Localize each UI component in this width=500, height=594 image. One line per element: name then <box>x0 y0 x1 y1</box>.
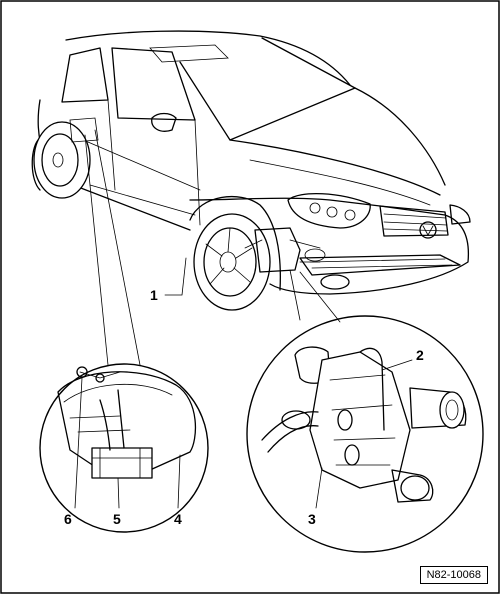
leader-to-circle-1 <box>84 134 109 366</box>
callout-2: 2 <box>416 347 424 363</box>
detail-circle-fuel-tank <box>39 363 209 533</box>
callout-4: 4 <box>174 511 182 527</box>
callout-5: 5 <box>113 511 121 527</box>
detail-circle-heater <box>246 315 484 553</box>
leader-to-circle-2 <box>289 269 301 321</box>
callout-6: 6 <box>64 511 72 527</box>
leader-to-circle-1b <box>94 129 141 366</box>
car-illustration <box>31 30 471 311</box>
reference-code-label: N82-10068 <box>419 566 488 584</box>
leader-to-circle-2b <box>299 271 341 323</box>
callout-3: 3 <box>308 511 316 527</box>
callout-1: 1 <box>150 287 158 303</box>
leader-callout-1 <box>164 257 187 296</box>
